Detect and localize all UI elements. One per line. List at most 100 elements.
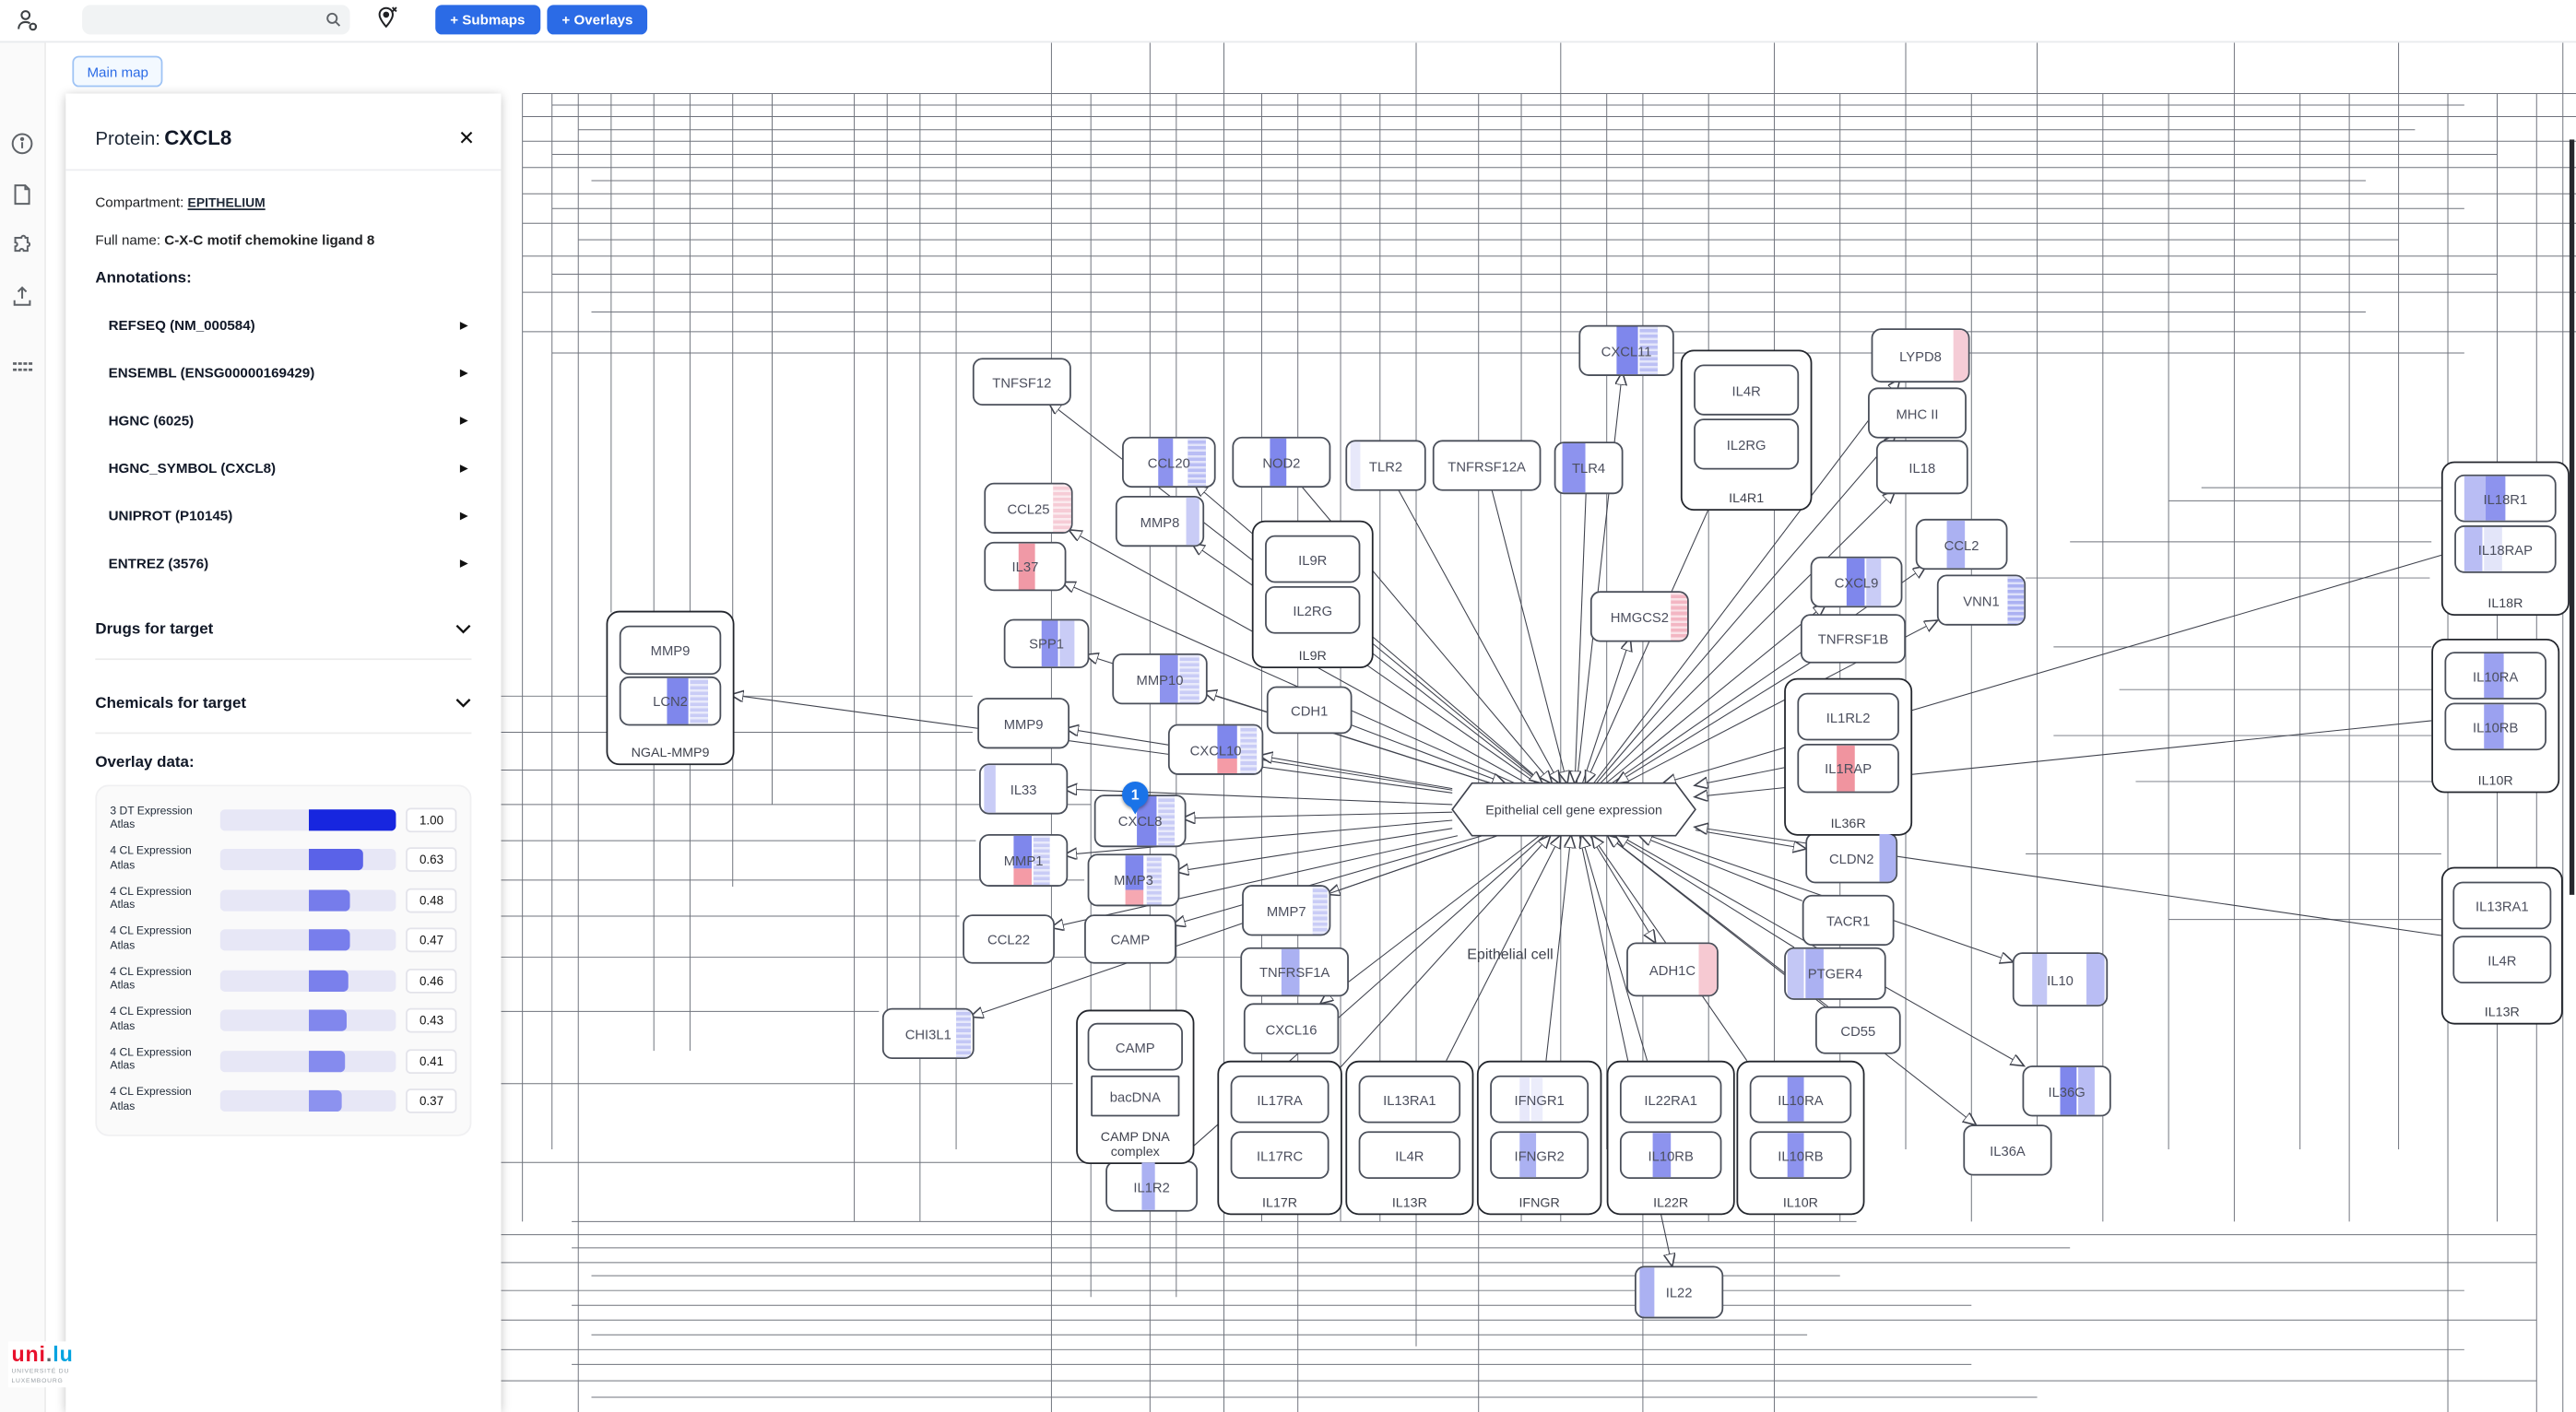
tab-main-map[interactable]: Main map [72, 55, 163, 88]
map-node-IFNGR2[interactable]: IFNGR2 [1490, 1131, 1589, 1180]
map-node-CCL25[interactable]: CCL25 [984, 482, 1073, 534]
phenotype-hub[interactable]: Epithelial cell gene expression [1451, 782, 1696, 837]
search-input[interactable] [82, 12, 325, 28]
map-node-MMP8[interactable]: MMP8 [1115, 495, 1205, 547]
export-icon[interactable] [10, 284, 35, 317]
map-node-CAMP[interactable]: CAMP [1084, 914, 1176, 964]
map-node-IFNGR1[interactable]: IFNGR1 [1490, 1075, 1589, 1124]
map-node-CXCL16[interactable]: CXCL16 [1243, 1003, 1340, 1054]
map-node-TNFRSF1A[interactable]: TNFRSF1A [1240, 947, 1349, 997]
search-result-pin-1[interactable]: 1 [1122, 781, 1149, 815]
map-node-IL36A[interactable]: IL36A [1963, 1124, 2052, 1176]
map-node-IL18[interactable]: IL18 [1875, 440, 1968, 495]
map-node-LYPD8[interactable]: LYPD8 [1871, 328, 1970, 383]
map-node-LCN2[interactable]: LCN2 [619, 676, 722, 726]
map-node-MMP3[interactable]: MMP3 [1087, 853, 1180, 907]
map-node-IL33[interactable]: IL33 [979, 763, 1069, 815]
annotation-item-2[interactable]: HGNC (6025)▶ [95, 395, 471, 443]
map-node-IL2RG[interactable]: IL2RG [1694, 418, 1800, 470]
map-node-IL18R1[interactable]: IL18R1 [2454, 474, 2557, 523]
map-node-IL18RAP[interactable]: IL18RAP [2454, 525, 2557, 573]
search-icon[interactable] [325, 11, 342, 28]
map-node-IL22[interactable]: IL22 [1634, 1265, 1724, 1319]
map-node-IL17RA[interactable]: IL17RA [1230, 1075, 1329, 1124]
compartment-link[interactable]: EPITHELIUM [187, 194, 266, 211]
clear-pins-icon[interactable] [374, 5, 399, 39]
legend-icon[interactable] [10, 355, 35, 388]
map-node-CXCL10[interactable]: CXCL10 [1167, 724, 1264, 775]
map-node-IL4R[interactable]: IL4R [1694, 364, 1800, 416]
map-node-PTGER4[interactable]: PTGER4 [1784, 947, 1886, 1000]
map-node-IL10[interactable]: IL10 [2012, 952, 2109, 1006]
map-node-IL4R[interactable]: IL4R [1358, 1131, 1461, 1180]
map-node-CDH1[interactable]: CDH1 [1266, 686, 1353, 735]
annotation-item-4[interactable]: UNIPROT (P10145)▶ [95, 491, 471, 539]
map-node-VNN1[interactable]: VNN1 [1936, 574, 2027, 626]
map-node-IL1RL2[interactable]: IL1RL2 [1797, 692, 1899, 741]
chemicals-for-target-toggle[interactable]: Chemicals for target [95, 683, 471, 723]
user-settings-icon[interactable] [15, 8, 40, 33]
overlays-button[interactable]: + Overlays [547, 5, 648, 35]
map-node-CXCL9[interactable]: CXCL9 [1810, 556, 1903, 608]
map-node-MMP1[interactable]: MMP1 [979, 833, 1069, 887]
map-node-MMP9[interactable]: MMP9 [619, 625, 722, 676]
map-node-CHI3L1[interactable]: CHI3L1 [881, 1007, 975, 1060]
map-node-ADH1C[interactable]: ADH1C [1626, 942, 1719, 997]
map-node-CLDN2[interactable]: CLDN2 [1805, 832, 1898, 884]
map-node-SPP1[interactable]: SPP1 [1003, 618, 1090, 669]
annotation-item-5[interactable]: ENTREZ (3576)▶ [95, 538, 471, 586]
map-node-IL10RB[interactable]: IL10RB [2444, 702, 2546, 751]
map-node-TNFRSF1B[interactable]: TNFRSF1B [1800, 614, 1907, 664]
map-node-CAMP[interactable]: CAMP [1087, 1022, 1183, 1071]
map-node-IL2RG[interactable]: IL2RG [1265, 585, 1361, 634]
drugs-for-target-toggle[interactable]: Drugs for target [95, 609, 471, 649]
map-node-IL10RB[interactable]: IL10RB [1749, 1131, 1852, 1180]
map-node-IL10RA[interactable]: IL10RA [1749, 1075, 1852, 1124]
map-node-IL17RC[interactable]: IL17RC [1230, 1131, 1329, 1180]
map-node-MMP10[interactable]: MMP10 [1112, 653, 1208, 705]
map-node-TLR4[interactable]: TLR4 [1554, 441, 1624, 495]
map-node-IL37[interactable]: IL37 [984, 541, 1067, 592]
plugin-icon[interactable] [10, 233, 35, 266]
map-node-NOD2[interactable]: NOD2 [1232, 436, 1331, 488]
map-node-IL13RA1[interactable]: IL13RA1 [2452, 881, 2552, 930]
map-node-MMP9[interactable]: MMP9 [977, 698, 1070, 749]
map-node-IL1R2[interactable]: IL1R2 [1105, 1160, 1199, 1212]
annotation-item-1[interactable]: ENSEMBL (ENSG00000169429)▶ [95, 348, 471, 396]
map-node-IL10RA[interactable]: IL10RA [2444, 652, 2546, 700]
map-node-CCL2[interactable]: CCL2 [1915, 518, 2008, 571]
annotation-item-0[interactable]: REFSEQ (NM_000584)▶ [95, 300, 471, 348]
info-icon[interactable] [10, 132, 35, 165]
close-icon[interactable]: ✕ [458, 126, 475, 150]
map-node-IL9R[interactable]: IL9R [1265, 535, 1361, 583]
annotation-item-3[interactable]: HGNC_SYMBOL (CXCL8)▶ [95, 443, 471, 491]
map-node-MHC-II[interactable]: MHC II [1868, 387, 1967, 439]
map-node-TLR2[interactable]: TLR2 [1345, 440, 1426, 491]
map-node-MMP7[interactable]: MMP7 [1242, 885, 1331, 936]
map-node-IL10RB[interactable]: IL10RB [1619, 1131, 1722, 1180]
map-node-HMGCS2[interactable]: HMGCS2 [1589, 591, 1689, 642]
map-node-CD55[interactable]: CD55 [1814, 1006, 1901, 1054]
map-node-CCL20[interactable]: CCL20 [1122, 436, 1216, 488]
map-node-CXCL8[interactable]: CXCL8 [1093, 794, 1187, 848]
map-node-IL1RAP[interactable]: IL1RAP [1797, 743, 1899, 794]
map-node-CCL22[interactable]: CCL22 [963, 914, 1055, 964]
map-node-IL22RA1[interactable]: IL22RA1 [1619, 1075, 1722, 1124]
map-node-CXCL11[interactable]: CXCL11 [1578, 324, 1674, 376]
map-node-IL4R[interactable]: IL4R [2452, 935, 2552, 984]
submaps-button[interactable]: + Submaps [435, 5, 540, 35]
map-node-IL36G[interactable]: IL36G [2022, 1065, 2111, 1117]
map-node-TNFRSF12A[interactable]: TNFRSF12A [1432, 440, 1542, 491]
map-node-IL13RA1[interactable]: IL13RA1 [1358, 1075, 1461, 1124]
map-node-TACR1[interactable]: TACR1 [1802, 894, 1895, 947]
map-node-TNFSF12[interactable]: TNFSF12 [972, 358, 1071, 406]
map-node-bacDNA[interactable]: bacDNA [1091, 1075, 1180, 1117]
